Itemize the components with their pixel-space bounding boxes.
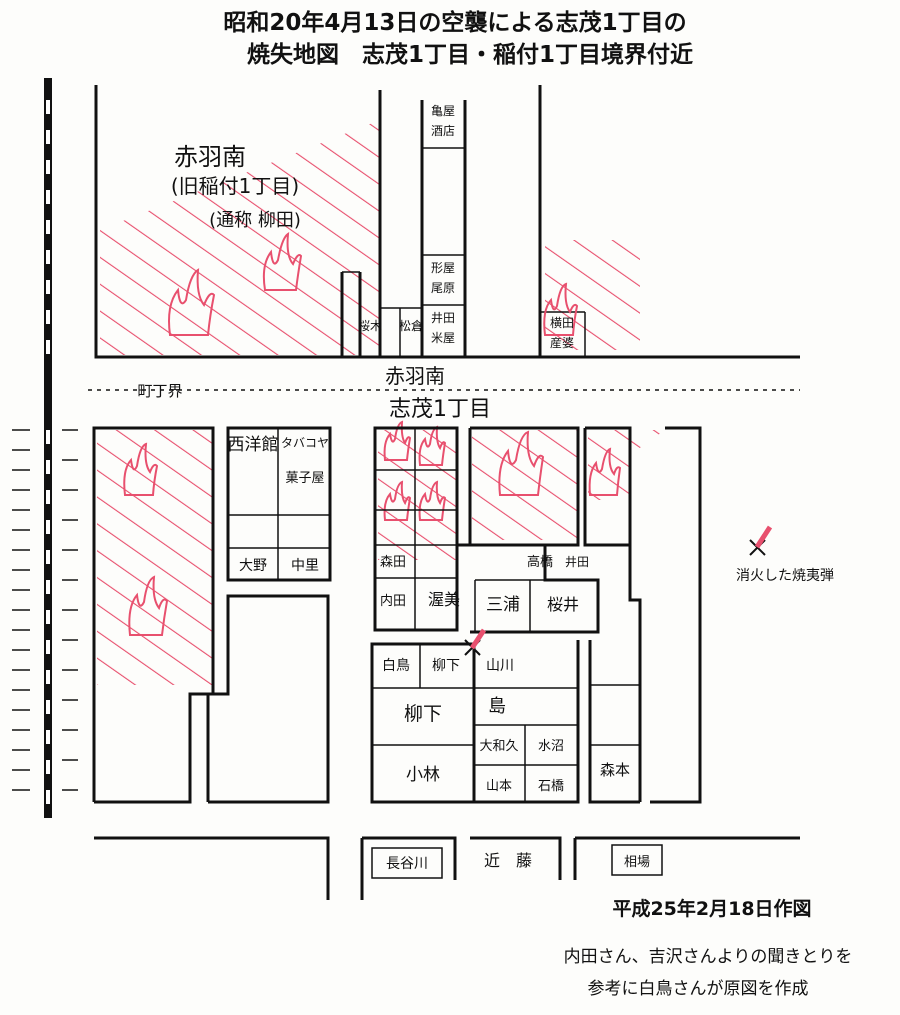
house-label: 山本 [486,779,512,794]
house-label: 米屋 [431,331,455,345]
footer-note-line1: 内田さん、吉沢さんよりの聞きとりを [564,947,853,967]
house-label: 西洋館 [228,435,279,455]
house-label: 亀屋 [431,104,455,118]
north-burned-area [100,120,640,355]
house-label: 桜井 [547,595,579,614]
house-label: 長谷川 [386,856,428,872]
house-label: 形屋 [431,261,455,275]
house-label: 松倉 [399,318,423,333]
house-label: 横田 [550,316,574,330]
house-label: 酒店 [431,124,455,138]
house-label: 尾原 [431,281,455,295]
house-label: 島 [488,696,506,717]
house-label: 桜木 [358,319,382,333]
house-label: 産婆 [550,335,574,350]
north-area-common-name: (通称 柳田) [209,210,301,231]
north-area-name: 赤羽南 [174,143,246,171]
incendiary-bomb-icon [749,525,773,556]
house-label: 山川 [486,658,514,674]
house-label: 菓子屋 [285,471,324,486]
house-label: 内田 [380,593,406,609]
bomb-legend-label: 消火した焼夷弾 [736,568,834,584]
house-label: 白鳥 [382,658,410,674]
house-label: 森田 [380,555,406,570]
house-label: 渥美 [428,590,460,609]
north-area-old-name: (旧稲付1丁目) [171,174,299,198]
town-boundary-label: 町丁界 [137,382,182,400]
footer-note-line2: 参考に白鳥さんが原図を作成 [588,979,809,999]
house-label: 柳下 [404,703,442,725]
house-label: 大野 [239,558,267,574]
scale-bar [12,78,78,818]
house-label: 石橋 [538,779,564,794]
house-label: 大和久 [479,739,518,754]
south-block-outline [92,426,800,900]
house-label: 三浦 [486,595,520,615]
house-label: 柳下 [432,657,460,674]
drawing-date: 平成25年2月18日作図 [612,897,811,920]
house-label: 井田 [431,311,455,325]
street-name-north: 赤羽南 [385,364,445,388]
house-label: 水沼 [538,739,564,754]
north-block-outline [94,85,800,359]
south-burned-area [97,430,665,685]
map-title-line1: 昭和20年4月13日の空襲による志茂1丁目の [223,9,686,36]
house-label: 相場 [624,855,650,870]
house-label: 高橋 [527,554,553,570]
house-label: 森本 [600,761,630,779]
house-label: 井田 [565,555,589,569]
house-label: 小林 [406,765,440,785]
house-label: 近 藤 [484,851,532,870]
map-title-line2: 焼失地図 志茂1丁目・稲付1丁目境界付近 [247,41,693,68]
street-name-south: 志茂1丁目 [389,397,491,422]
incendiary-bomb-icon [464,628,487,656]
house-label: 中里 [291,558,319,574]
house-label: タバコヤ [281,436,329,450]
